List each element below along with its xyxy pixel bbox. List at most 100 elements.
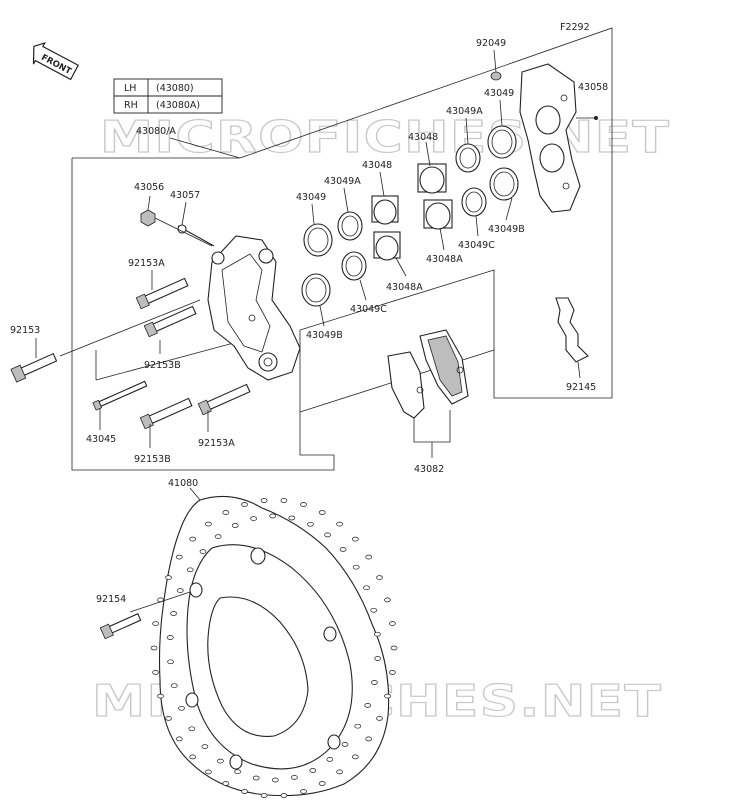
disc-vent-hole (376, 575, 383, 580)
disc-vent-hole (165, 575, 172, 580)
disc-vent-hole (309, 768, 317, 773)
table-part-rh: (43080A) (156, 100, 200, 111)
disc-vent-hole (300, 789, 307, 794)
left-caliper-body (207, 235, 301, 381)
disc-vent-hole (374, 656, 382, 661)
label-43045: 43045 (86, 434, 116, 445)
disc-vent-hole (189, 754, 197, 760)
figure-id: F2292 (560, 22, 590, 33)
disc-vent-hole (363, 585, 370, 591)
label-43048A-right: 43048A (426, 254, 463, 265)
assembly-bracket (71, 137, 335, 471)
disc-vent-hole (376, 716, 383, 721)
disc-vent-hole (152, 621, 159, 626)
piston-43048-left (371, 195, 399, 225)
disc-vent-hole (188, 726, 196, 732)
brake-pads-43082 (387, 329, 469, 419)
disc-vent-hole (384, 597, 391, 603)
pin-43057-head (177, 224, 187, 234)
disc-vent-hole (339, 547, 347, 552)
disc-vent-hole (222, 781, 230, 786)
disc-vent-hole (234, 769, 241, 775)
leader-43056 (154, 217, 213, 247)
disc-vent-hole (170, 683, 178, 689)
piston-43048A-left (373, 231, 401, 261)
disc-vent-hole (165, 716, 172, 721)
disc-vent-hole (260, 793, 268, 798)
disc-vent-hole (260, 498, 268, 503)
disc-vent-hole (280, 793, 288, 798)
bolt-92153B-bot (139, 397, 193, 430)
bolt-92153 (10, 352, 58, 383)
label-92049: 92049 (476, 38, 506, 49)
label-43080A: 43080/A (136, 126, 176, 137)
bolt-92154 (99, 613, 142, 640)
assembly-frame (239, 27, 613, 456)
label-92153B-mid: 92153B (144, 360, 181, 371)
piston-43048-right (417, 163, 447, 194)
disc-vent-hole (170, 611, 177, 616)
disc-vent-hole (390, 645, 398, 651)
leader-92153 (59, 299, 201, 357)
label-43048-left: 43048 (362, 160, 392, 171)
label-43049-right: 43049 (484, 88, 514, 99)
disc-vent-hole (365, 736, 373, 742)
disc-vent-hole (370, 607, 378, 613)
disc-vent-hole (250, 516, 257, 521)
disc-vent-hole (352, 564, 360, 570)
disc-vent-hole (214, 534, 222, 539)
disc-vent-hole (269, 513, 277, 519)
label-92153A-bot: 92153A (198, 438, 235, 449)
disc-vent-hole (351, 754, 359, 760)
label-43082: 43082 (414, 464, 444, 475)
bolt-92153A-bot (197, 383, 251, 416)
disc-vent-hole (189, 536, 197, 542)
disc-vent-hole (178, 705, 185, 711)
label-43049C-right: 43049C (458, 240, 495, 251)
disc-vent-hole (384, 693, 391, 699)
disc-vent-hole (231, 523, 239, 528)
label-92153: 92153 (10, 325, 40, 336)
label-92153A-top: 92153A (128, 258, 165, 269)
disc-vent-hole (318, 510, 326, 515)
label-92153B-bot: 92153B (134, 454, 171, 465)
disc-vent-hole (175, 736, 183, 742)
disc-vent-hole (222, 510, 230, 515)
label-43048A-left: 43048A (386, 282, 423, 293)
label-43049B-left: 43049B (306, 330, 343, 341)
disc-vent-hole (307, 521, 314, 527)
disc-vent-hole (157, 693, 164, 699)
leader-43082 (413, 410, 451, 458)
watermark-top: MICROFICHES.NET (100, 112, 670, 163)
disc-vent-hole (326, 757, 334, 762)
label-43058: 43058 (578, 82, 608, 93)
disc-vent-hole (166, 635, 174, 640)
label-43048-right: 43048 (408, 132, 438, 143)
label-92154: 92154 (96, 594, 126, 605)
disc-vent-hole (186, 567, 194, 573)
bolt-92153B-mid (143, 305, 197, 338)
disc-vent-hole (271, 777, 279, 783)
label-43049B-right: 43049B (488, 224, 525, 235)
disc-vent-hole (371, 680, 378, 685)
disc-vent-hole (280, 498, 288, 503)
disc-vent-hole (374, 631, 381, 637)
disc-vent-hole (365, 554, 373, 560)
disc-vent-hole (351, 536, 359, 542)
disc-vent-hole (389, 670, 396, 675)
disc-vent-hole (318, 781, 326, 786)
disc-vent-hole (336, 769, 343, 775)
table-part-lh: (43080) (156, 83, 194, 94)
piston-43048A-right (423, 199, 453, 230)
leader-92154 (129, 591, 191, 613)
front-arrow-icon: FRONT (32, 41, 79, 81)
disc-vent-hole (199, 549, 207, 554)
label-43057: 43057 (170, 190, 200, 201)
disc-vent-hole (341, 742, 349, 747)
disc-vent-hole (176, 588, 184, 593)
disc-vent-hole (241, 789, 248, 794)
washer-92049 (490, 71, 502, 81)
marker-43058 (594, 116, 598, 120)
label-92145: 92145 (566, 382, 596, 393)
